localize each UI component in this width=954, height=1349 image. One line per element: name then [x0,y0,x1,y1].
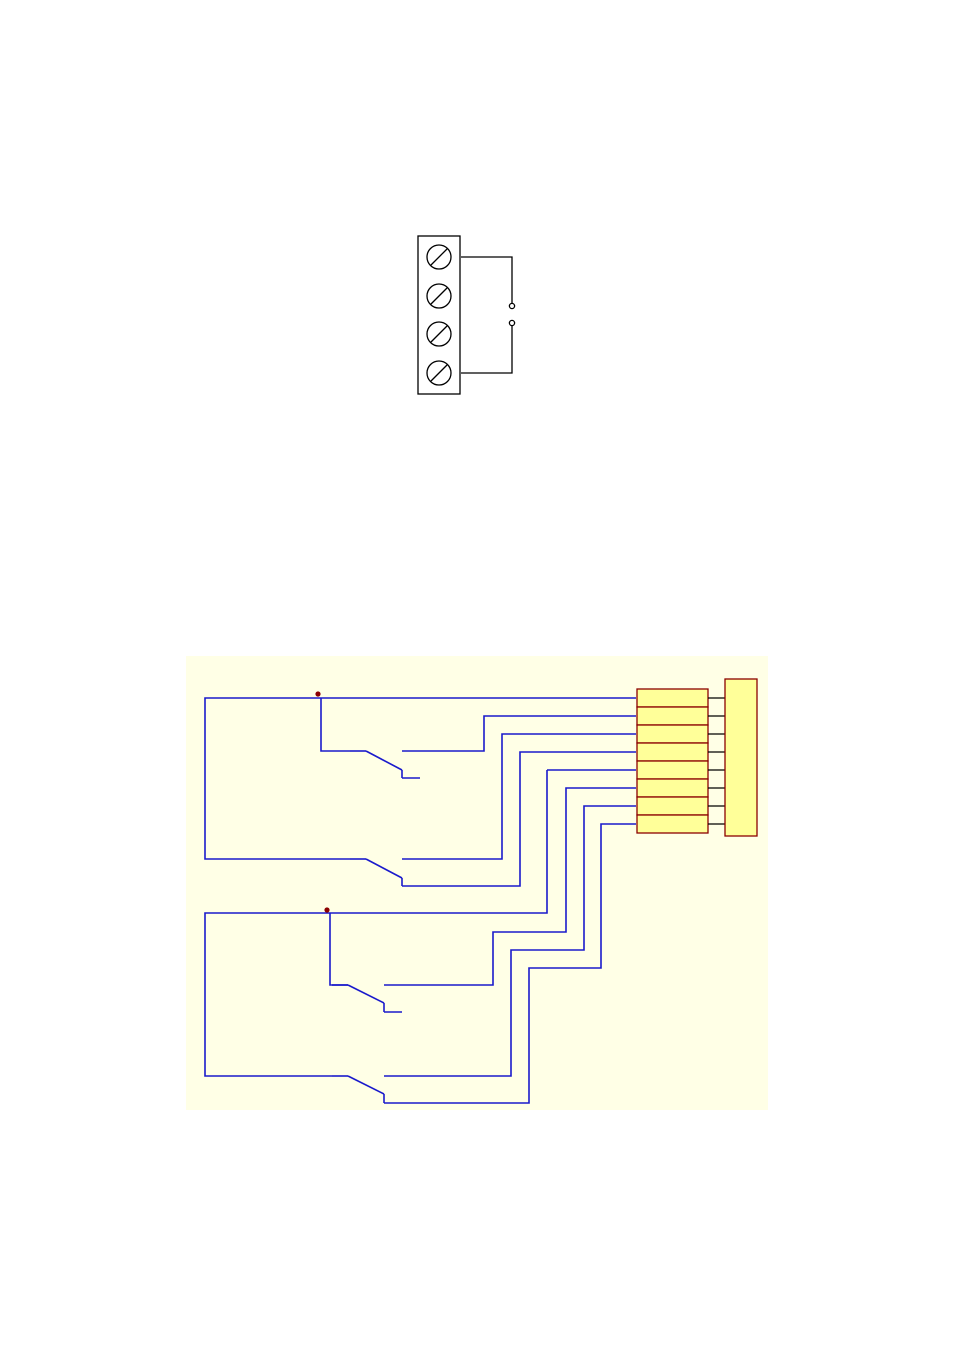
connector-cell-3 [636,724,709,744]
screw-terminal-icon [426,360,452,386]
jumper-wire-top [461,256,513,303]
connector-cell-1 [636,688,709,708]
screw-terminal-3 [426,321,452,347]
connector-pins [708,697,726,825]
wire-switch-2-no [420,733,636,860]
screw-terminal-icon [426,283,452,309]
wiring-diagram [204,697,636,1104]
spdt-switch-icon [350,750,420,779]
wire-switch-4-nc [402,823,636,1104]
wire-loop-1 [204,697,636,860]
connector-cell-4 [636,742,709,762]
spdt-switch-icon [332,984,402,1013]
connector-cell-8 [636,814,709,834]
screw-terminal-4 [426,360,452,386]
connector-body [724,678,758,837]
connector-8-pin [636,678,758,837]
screw-terminal-icon [426,244,452,270]
screw-terminal-1 [426,244,452,270]
screw-terminal-2 [426,283,452,309]
wire-loop-2 [204,770,548,1077]
wire-switch-2-nc [420,751,636,887]
switch-2 [350,858,420,887]
terminal-block-diagram [417,235,516,395]
connector-cell-7 [636,796,709,816]
connector-pin-cells [636,688,709,834]
wire-switch-4-no [402,805,636,1077]
switch-1 [350,750,420,779]
junction-dot-2 [324,907,330,913]
spdt-switch-icon [332,1075,402,1104]
screw-terminal-icon [426,321,452,347]
jumper-contact-top [508,302,516,310]
spdt-switch-icon [350,858,420,887]
wire-drop-1 [320,698,350,752]
connector-cell-2 [636,706,709,726]
connector-cell-5 [636,760,709,780]
switch-3 [332,984,402,1013]
connector-cell-6 [636,778,709,798]
junction-dot-1 [315,691,321,697]
terminal-block-body [417,235,461,395]
wire-switch-1-out [420,715,636,752]
jumper-wire-bottom [461,326,513,374]
switch-4 [332,1075,402,1104]
wire-switch-3-out [402,787,636,986]
jumper-contact-bottom [508,319,516,327]
